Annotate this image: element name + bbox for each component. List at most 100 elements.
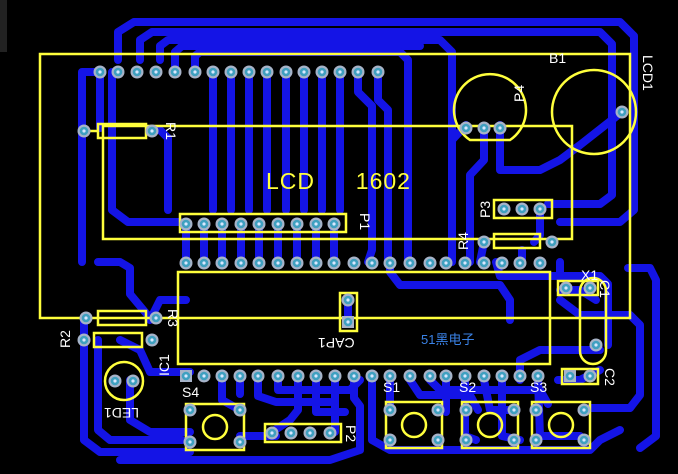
- cap1-pad: [342, 316, 354, 328]
- p3-pad: [497, 202, 511, 216]
- s3-pad: [577, 403, 591, 417]
- ic1-pad: [347, 256, 361, 270]
- p4-pad: [477, 121, 491, 135]
- ic1-pad: [477, 256, 491, 270]
- ic1-pad: [197, 256, 211, 270]
- lcd-outline: [38, 52, 632, 320]
- ic1-pad: [383, 256, 397, 270]
- ic1-pad: [403, 256, 417, 270]
- s4-pad: [183, 435, 197, 449]
- p2-pad: [303, 426, 317, 440]
- r2-pad: [145, 333, 159, 347]
- p1-pad: [309, 217, 323, 231]
- lcd-header-pad: [371, 65, 385, 79]
- ic1-pad: [383, 369, 397, 383]
- label-led1: LED1: [104, 405, 140, 421]
- ic1-pad: [309, 369, 323, 383]
- brand-label: 51黑电子: [421, 332, 475, 347]
- lcd-window: [101, 124, 574, 241]
- lcd-header-pad: [297, 65, 311, 79]
- s4-pad: [233, 403, 247, 417]
- lcd-header-pad: [224, 65, 238, 79]
- ic1-pad: [439, 369, 453, 383]
- lcd-header-pad: [333, 65, 347, 79]
- s2-pad: [459, 433, 473, 447]
- s2-pad: [459, 403, 473, 417]
- c2-pad: [583, 369, 597, 383]
- window-edge: [0, 0, 7, 52]
- lcd-header-pad: [242, 65, 256, 79]
- ic1-pad: [495, 256, 509, 270]
- p4-pad: [493, 121, 507, 135]
- label-p1: P1: [357, 213, 373, 231]
- ic1-pad: [513, 369, 527, 383]
- r3-pad: [149, 311, 163, 325]
- lcd-header-pad: [168, 65, 182, 79]
- label-s4: S4: [182, 384, 200, 400]
- label-s3: S3: [530, 379, 548, 395]
- silkscreen: [38, 52, 638, 452]
- label-p2: P2: [343, 425, 359, 443]
- ic1-pad: [197, 369, 211, 383]
- c2-pad: [564, 370, 576, 382]
- lcd-header-pad: [111, 65, 125, 79]
- r1-pad: [145, 124, 159, 138]
- label-ic1: IC1: [156, 354, 172, 376]
- lcd-model-text: 1602: [355, 168, 411, 194]
- lcd-header-pad: [188, 65, 202, 79]
- p3-pad: [515, 202, 529, 216]
- s3-pad: [577, 433, 591, 447]
- label-p3: P3: [477, 200, 493, 218]
- ic1-pad: [271, 369, 285, 383]
- ic1-pad: [423, 256, 437, 270]
- lcd-header-pad: [206, 65, 220, 79]
- lcd-header-pad: [260, 65, 274, 79]
- ic1-pad: [215, 256, 229, 270]
- ic1-pad: [513, 256, 527, 270]
- p1-pad: [179, 217, 193, 231]
- ic1-pad: [215, 369, 229, 383]
- r2-pad: [77, 333, 91, 347]
- ic1-pad: [233, 369, 247, 383]
- r4-pad: [477, 235, 491, 249]
- label-s2: S2: [459, 379, 477, 395]
- lcd-title: LCD 1602: [266, 168, 411, 195]
- s4-pad: [183, 403, 197, 417]
- label-r2: R2: [57, 330, 73, 348]
- ic1-pad: [403, 369, 417, 383]
- ic1-pad: [328, 369, 342, 383]
- s1-pad: [383, 403, 397, 417]
- r4-pad: [545, 235, 559, 249]
- p1-pad: [252, 217, 266, 231]
- ic1-pad: [251, 369, 265, 383]
- ic1-pad: [347, 369, 361, 383]
- s2-pad: [507, 433, 521, 447]
- label-r4: R4: [455, 232, 471, 250]
- label-c2: C2: [602, 368, 618, 386]
- label-r1: R1: [163, 122, 179, 140]
- ic1-pad: [365, 256, 379, 270]
- ic1-pad: [252, 256, 266, 270]
- label-lcd1: LCD1: [640, 55, 656, 91]
- label-b1: B1: [549, 50, 567, 66]
- lcd-header-pad: [315, 65, 329, 79]
- ic1-pad: [533, 256, 547, 270]
- label-p4: P4: [511, 84, 527, 102]
- label-c1: C1: [597, 280, 613, 298]
- ic1-pad: [290, 256, 304, 270]
- ic1-pad: [439, 256, 453, 270]
- lcd-header-pad: [279, 65, 293, 79]
- ic1-pad: [423, 369, 437, 383]
- ic1-pad: [458, 256, 472, 270]
- s1-pad: [431, 403, 445, 417]
- ic1-pad: [309, 256, 323, 270]
- ic1-pad: [179, 256, 193, 270]
- ic1-pad: [365, 369, 379, 383]
- label-cap1: CAP1: [318, 335, 355, 351]
- lcd-title-text: LCD: [266, 168, 316, 194]
- lcd-header-pad: [351, 65, 365, 79]
- p1-pad: [327, 217, 341, 231]
- ic1-pad: [271, 256, 285, 270]
- p1-pad: [290, 217, 304, 231]
